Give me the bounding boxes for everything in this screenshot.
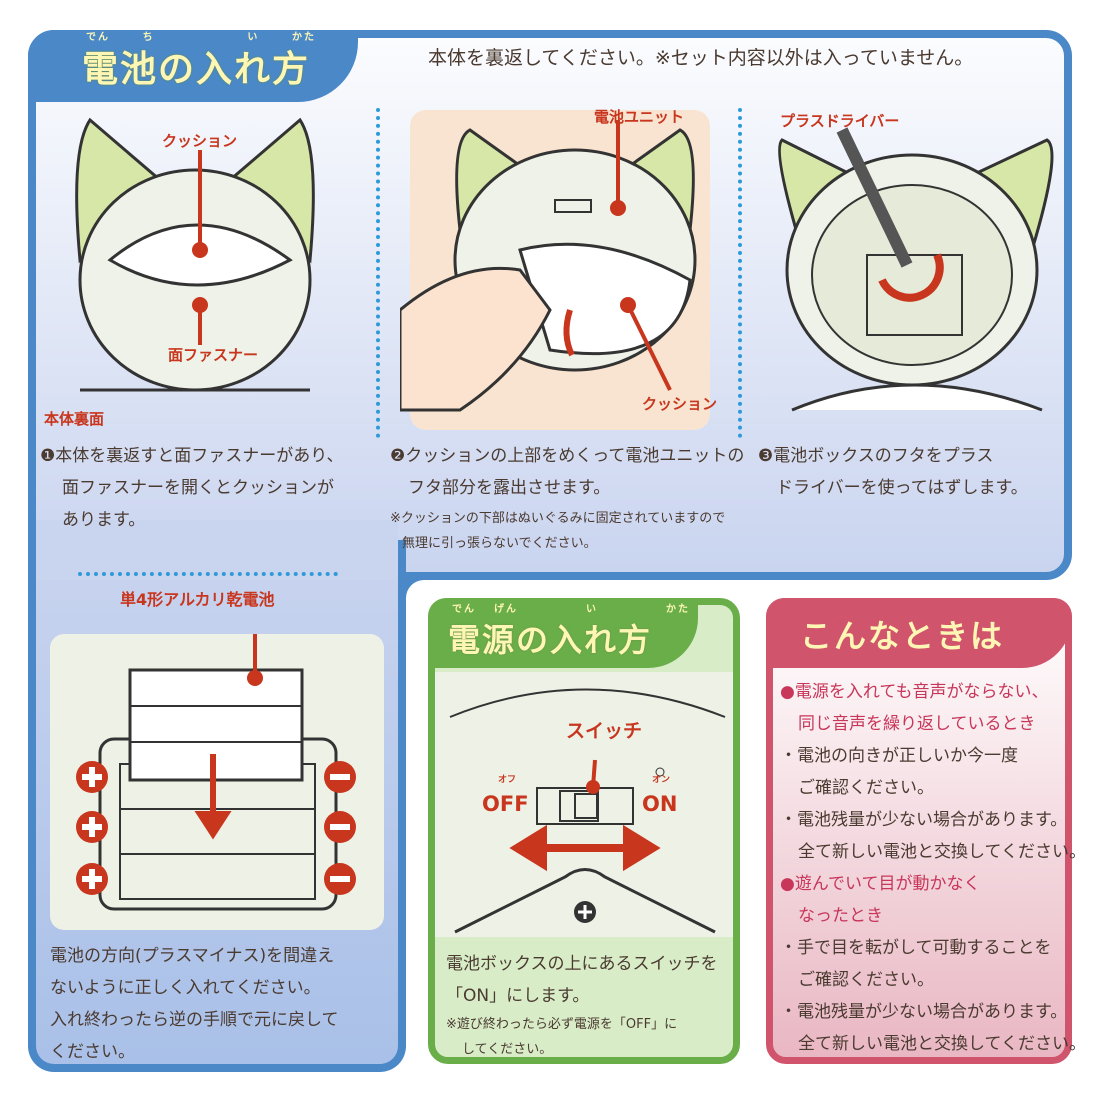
text-line: あります。 [62, 510, 146, 530]
text-line: フタ部分を露出させます。 [408, 478, 611, 498]
ruby: オフ [498, 775, 517, 785]
plush-back-illustration [75, 117, 315, 392]
solution-line: ・電池の向きが正しいか今一度 [780, 746, 1018, 766]
ruby: オン [652, 775, 671, 785]
callout-cushion: クッション [162, 132, 238, 150]
text-line: 無理に引っ張らないでください。 [402, 536, 597, 551]
panel-corner [398, 572, 438, 612]
step2-note: ※クッションの下部はぬいぐるみに固定されていますので 無理に引っ張らないでくださ… [390, 506, 725, 556]
battery-box-drawing [76, 634, 356, 911]
text-line: 電池ボックスの上にあるスイッチを [446, 954, 718, 974]
divider [376, 108, 380, 438]
text-line: ください。 [50, 1042, 135, 1062]
battery-box-illustration [50, 634, 384, 930]
caption-back: 本体裏面 [44, 410, 105, 428]
title-ruby: でん ち い かた [86, 32, 316, 44]
callout-screwdriver: プラスドライバー [780, 112, 900, 130]
panel-fill [36, 520, 398, 580]
cushion-flip-illustration [400, 110, 710, 430]
power-title-tab [428, 598, 698, 668]
troubleshooting-list: ●電源を入れても音声がならない、 同じ音声を繰り返しているとき ・電池の向きが正… [780, 676, 1086, 1060]
text-line: 面ファスナーを開くとクッションが [62, 478, 334, 498]
solution-line: ・手で目を転がして可動することを [780, 938, 1052, 958]
divider [738, 108, 742, 438]
solution-line: 全て新しい電池と交換してください。 [798, 842, 1086, 862]
solution-line: 全て新しい電池と交換してください。 [798, 1034, 1086, 1054]
ruby: でん [86, 32, 110, 43]
ruby: かた [666, 604, 690, 615]
switch-illustration [435, 672, 733, 937]
solution-line: ご確認ください。 [798, 778, 934, 798]
text-line: 電池の方向(プラスマイナス)を間違え [50, 946, 335, 966]
screwdriver-illustration [778, 127, 1054, 412]
step2-text: ❷クッションの上部をめくって電池ユニットの フタ部分を露出させます。 [390, 440, 744, 504]
ruby: ち [142, 32, 155, 43]
callout-switch: スイッチ [566, 720, 643, 742]
ruby: い [247, 32, 260, 43]
title-ruby: でん げん い かた [452, 604, 688, 616]
callout-aaa-battery: 単4形アルカリ乾電池 [120, 590, 275, 609]
text-line: ないように正しく入れてください。 [50, 978, 321, 998]
text-line: ※クッションの下部はぬいぐるみに固定されていますので [390, 511, 726, 526]
callout-fastener: 面ファスナー [168, 346, 259, 364]
intro-text: 本体を裏返してください。※セット内容以外は入っていません。 [428, 47, 974, 69]
power-text: 電池ボックスの上にあるスイッチを 「ON」にします。 ※遊び終わったら必ず電源を… [446, 948, 718, 1062]
on-label: ON [642, 792, 678, 816]
text-line: ❷クッションの上部をめくって電池ユニットの [390, 446, 745, 466]
divider [78, 572, 338, 576]
issue-heading: ●遊んでいて目が動かなく [780, 874, 981, 894]
text-line: してください。 [462, 1042, 553, 1057]
power-title: 電源の入れ方 [448, 621, 653, 659]
step3-text: ❸電池ボックスのフタをプラス ドライバーを使ってはずします。 [758, 440, 1028, 504]
battery-title: 電池の入れ方 [82, 49, 311, 90]
text-line: ❸電池ボックスのフタをプラス [758, 446, 994, 466]
callout-battery-unit: 電池ユニット [594, 108, 685, 126]
solution-line: ・電池残量が少ない場合があります。 [780, 810, 1068, 830]
solution-line: ・電池残量が少ない場合があります。 [780, 1002, 1068, 1022]
text-line: ❶本体を裏返すと面ファスナーがあり、 [40, 446, 344, 466]
issue-heading: ●電源を入れても音声がならない、 [780, 682, 1049, 702]
issue-heading: なったとき [798, 906, 883, 926]
step1-text: ❶本体を裏返すと面ファスナーがあり、 面ファスナーを開くとクッションが あります… [40, 440, 344, 536]
issue-heading: 同じ音声を繰り返しているとき [798, 714, 1036, 734]
ruby: かた [291, 32, 316, 43]
ruby: でん [452, 604, 476, 615]
off-label: OFF [482, 792, 529, 816]
text-line: 「ON」にします。 [446, 986, 590, 1006]
battery-title-tab [28, 30, 358, 102]
text-line: ※遊び終わったら必ず電源を「OFF」に [446, 1017, 678, 1032]
troubleshooting-title-tab [766, 598, 1072, 668]
ruby: い [586, 604, 598, 615]
step4-text: 電池の方向(プラスマイナス)を間違え ないように正しく入れてください。 入れ終わ… [50, 940, 339, 1068]
ruby: げん [494, 604, 518, 615]
text-line: ドライバーを使ってはずします。 [776, 478, 1028, 498]
text-line: 入れ終わったら逆の手順で元に戻して [50, 1010, 339, 1030]
troubleshooting-title: こんなときは [800, 617, 1005, 655]
callout-cushion: クッション [642, 395, 718, 413]
solution-line: ご確認ください。 [798, 970, 934, 990]
